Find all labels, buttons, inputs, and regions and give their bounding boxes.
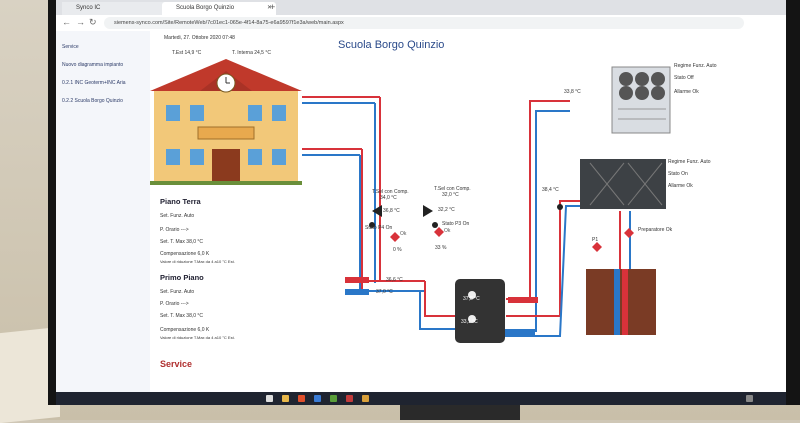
temp-d: 37,0 °C [376,289,393,295]
start-icon[interactable] [266,395,273,402]
pct-a: 0 % [393,247,402,253]
t-sel-comp-2-label: T.Sel con Comp. [434,186,471,192]
primo-piano-set-funz[interactable]: Set. Funz. Auto [160,289,195,295]
temp-b: 32,2 °C [438,207,455,213]
piano-terra-set-t-max[interactable]: Set. T. Max 38,0 °C [160,239,204,245]
date-time: Martedi, 27. Ottobre 2020 07:48 [164,35,235,41]
clock-icon[interactable] [746,395,753,402]
piano-terra-note: Valore di riduzione T.Max da 4 a10 °C Es… [160,259,235,264]
t-sel-comp-2-value: 32,0 °C [442,192,459,198]
preparatore-label: Preparatore Ok [638,227,673,233]
t-sel-comp-1-label: T.Sel con Comp. [372,189,409,195]
folder-icon[interactable] [282,395,289,402]
p1-label: P1 [592,237,599,243]
heat-pump-icon [611,66,671,134]
stato-p3-ok: Ok [444,228,451,234]
tab-synco[interactable]: Synco IC✕ [62,2,172,15]
tab-scuola[interactable]: Scuola Borgo Quinzio✕ [162,2,276,15]
chrome-icon[interactable] [298,395,305,402]
sidebar-item-inc-geoterm[interactable]: 0.2.1 INC Geoterm+INC Aria [62,80,126,86]
primo-piano-note: Valore di riduzione T.Max da 4 a10 °C Es… [160,335,235,340]
hp-regime: Regime Funz. Auto [674,63,717,69]
indoor-temp: T. Interna 24,5 °C [232,50,271,56]
hp-allarme: Allarme Ok [674,89,699,95]
url-field[interactable]: siemens-synco.com/Site/RemoteWeb/7c01ec1… [104,17,744,29]
stato-p4-ok: Ok [400,231,407,237]
heat-pump-temp: 33,8 °C [564,89,581,95]
reload-icon[interactable]: ↻ [89,17,97,27]
monitor-screen: Synco IC✕ Scuola Borgo Quinzio✕ + ← → ↻ … [56,0,786,392]
geo-stato: Stato On [668,171,688,177]
primo-piano-compensazione[interactable]: Compensazione 6,0 K [160,327,210,333]
piano-terra-p-orario[interactable]: P. Orario ---> [160,227,189,233]
sidebar-item-service[interactable]: Service [62,44,79,50]
primo-piano-title: Primo Piano [160,273,204,282]
sidebar: Service Nuovo diagramma impianto 0.2.1 I… [56,31,151,392]
plant-diagram [150,59,671,343]
temp-c: 36,6 °C [386,277,403,283]
stato-p4: Stato P4 On [365,225,393,231]
app-icon[interactable] [362,395,369,402]
primo-piano-set-t-max[interactable]: Set. T. Max 38,0 °C [160,313,204,319]
piano-terra-title: Piano Terra [160,197,201,206]
stato-p3: Stato P3 On [442,221,470,227]
geo-regime: Regime Funz. Auto [668,159,711,165]
sidebar-item-scuola[interactable]: 0.2.2 Scuola Borgo Quinzio [62,98,123,104]
geothermal-unit-icon [580,159,666,209]
school-building-icon [150,59,302,185]
taskbar [56,392,786,405]
close-icon[interactable]: ✕ [266,5,272,11]
buffer-tank-icon [455,279,505,343]
forward-icon[interactable]: → [76,17,85,27]
piano-terra-compensazione[interactable]: Compensazione 6,0 K [160,251,210,257]
ground-probe-icon [586,269,656,335]
geo-allarme: Allarme Ok [668,183,693,189]
tank-bottom-temp: 33,1 °C [461,319,478,325]
pct-b: 33 % [435,245,447,251]
main-content: Martedi, 27. Ottobre 2020 07:48 T.Est 14… [150,31,786,392]
primo-piano-p-orario[interactable]: P. Orario ---> [160,301,189,307]
piano-terra-set-funz[interactable]: Set. Funz. Auto [160,213,195,219]
geo-temp: 38,4 °C [542,187,559,193]
outdoor-temp: T.Est 14,9 °C [172,50,202,56]
store-icon[interactable] [330,395,337,402]
temp-a: 36,8 °C [383,208,400,214]
monitor-stand [400,405,520,420]
app-icon[interactable] [346,395,353,402]
hp-stato: Stato Off [674,75,694,81]
service-section-title[interactable]: Service [160,359,193,369]
back-icon[interactable]: ← [62,17,71,27]
page-title: Scuola Borgo Quinzio [338,39,445,51]
sidebar-item-nuovo-diagramma[interactable]: Nuovo diagramma impianto [62,62,124,68]
tank-top-temp: 37,8 °C [463,296,480,302]
edge-icon[interactable] [314,395,321,402]
address-bar: ← → ↻ siemens-synco.com/Site/RemoteWeb/7… [56,15,786,32]
browser-tab-bar: Synco IC✕ Scuola Borgo Quinzio✕ + [56,0,786,15]
new-tab-button[interactable]: + [270,2,276,12]
t-sel-comp-1-value: 34,0 °C [380,195,397,201]
